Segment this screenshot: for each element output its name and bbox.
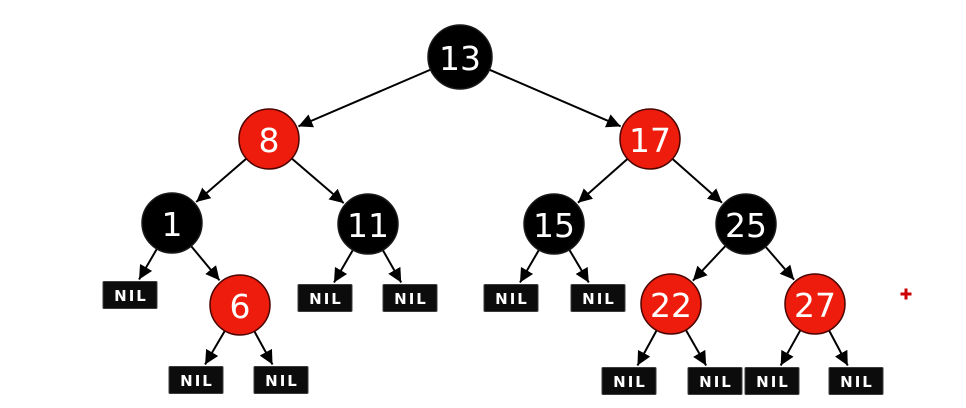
tree-node-17: 17: [619, 108, 681, 170]
nil-box: [253, 366, 309, 394]
nil-box: [601, 367, 657, 395]
nil-label: NIL: [699, 373, 733, 391]
tree-edge-11-nil-3: [381, 249, 403, 283]
tree-edge-27-nil-11: [828, 330, 849, 366]
tree-node-8: 8: [238, 108, 300, 170]
nil-box: [687, 367, 743, 395]
node-label: 13: [439, 39, 481, 78]
nil-leaf-nil-4: NIL: [483, 284, 539, 312]
tree-edge-1-6: [190, 245, 221, 282]
tree-edge-13-8: [298, 68, 431, 128]
node-circle: [238, 108, 300, 170]
tree-edge-1-nil-1: [138, 248, 158, 281]
tree-edge-8-11: [291, 157, 345, 204]
tree-edge-15-nil-4: [519, 249, 540, 284]
node-circle: [209, 274, 271, 336]
nil-leaf-nil-10: NIL: [744, 367, 800, 395]
tree-edge-17-15: [577, 158, 629, 204]
nil-leaf-nil-3: NIL: [382, 284, 438, 312]
tree-node-22: 22: [640, 273, 702, 335]
nil-box: [297, 284, 353, 312]
nil-label: NIL: [394, 290, 428, 308]
nil-box: [483, 284, 539, 312]
nil-label: NIL: [309, 290, 343, 308]
node-label: 6: [230, 287, 251, 326]
nil-label: NIL: [180, 372, 214, 390]
node-circle: [141, 192, 203, 254]
tree-node-25: 25: [715, 193, 777, 255]
nil-label: NIL: [265, 372, 299, 390]
tree-node-27: 27: [784, 273, 846, 335]
tree-edge-25-22: [692, 245, 727, 282]
nil-label: NIL: [840, 373, 874, 391]
node-label: 15: [533, 206, 575, 245]
nil-leaf-nil-9: NIL: [687, 367, 743, 395]
tree-edge-27-nil-10: [779, 329, 802, 366]
tree-node-13: 13: [427, 24, 493, 90]
tree-edge-17-25: [671, 158, 723, 204]
nil-box: [168, 366, 224, 394]
tree-edge-6-nil-7: [253, 330, 274, 365]
node-label: 27: [794, 286, 836, 325]
nil-label: NIL: [495, 290, 529, 308]
tree-node-1: 1: [141, 192, 203, 254]
tree-edge-8-1: [195, 157, 247, 203]
node-circle: [427, 24, 493, 90]
node-label: 25: [725, 206, 767, 245]
node-circle: [619, 108, 681, 170]
nil-box: [828, 367, 884, 395]
node-label: 22: [650, 286, 692, 325]
nil-leaf-nil-7: NIL: [253, 366, 309, 394]
nil-label: NIL: [756, 373, 790, 391]
tree-edge-13-17: [488, 68, 622, 128]
tree-edge-25-27: [764, 246, 795, 281]
node-circle: [715, 193, 777, 255]
nil-box: [570, 284, 626, 312]
node-label: 1: [162, 205, 183, 244]
tree-edge-22-nil-9: [685, 329, 708, 366]
node-circle: [640, 273, 702, 335]
nil-leaf-nil-6: NIL: [168, 366, 224, 394]
node-label: 8: [259, 121, 280, 160]
node-circle: [523, 193, 585, 255]
node-circle: [337, 193, 399, 255]
tree-edge-15-nil-5: [568, 249, 590, 284]
nil-box: [102, 281, 158, 309]
nil-label: NIL: [114, 287, 148, 305]
tree-edge-6-nil-6: [204, 330, 226, 366]
cursor-plus-icon: [900, 288, 912, 300]
nil-box: [382, 284, 438, 312]
tree-edge-11-nil-2: [333, 249, 354, 284]
nil-leaf-nil-1: NIL: [102, 281, 158, 309]
tree-node-15: 15: [523, 193, 585, 255]
nil-leaf-nil-5: NIL: [570, 284, 626, 312]
nil-leaf-nil-2: NIL: [297, 284, 353, 312]
nil-leaf-nil-8: NIL: [601, 367, 657, 395]
nil-box: [744, 367, 800, 395]
node-label: 11: [347, 206, 389, 245]
nil-leaf-nil-11: NIL: [828, 367, 884, 395]
nil-label: NIL: [613, 373, 647, 391]
tree-node-6: 6: [209, 274, 271, 336]
tree-node-11: 11: [337, 193, 399, 255]
tree-edge-22-nil-8: [636, 329, 658, 366]
nil-label: NIL: [582, 290, 616, 308]
node-circle: [784, 273, 846, 335]
node-label: 17: [629, 121, 671, 160]
